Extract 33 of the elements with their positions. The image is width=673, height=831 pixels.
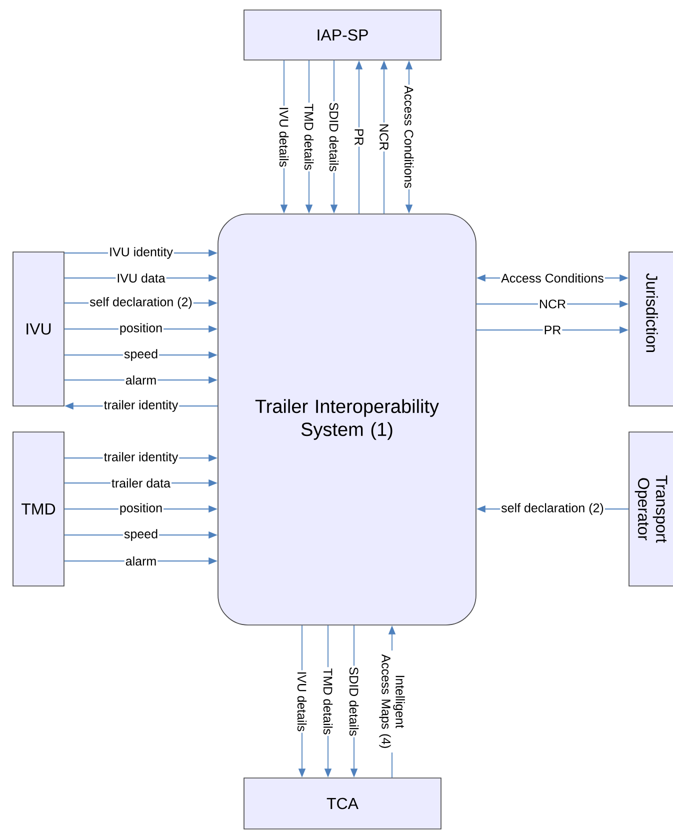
edge-label: NCR — [538, 298, 568, 310]
edge-label: speed — [122, 348, 160, 362]
edge-label: SDID details — [328, 101, 340, 173]
edge-label: TMD details — [322, 667, 334, 736]
system-box: Trailer Interoperability System (1) — [218, 214, 476, 626]
edge-label: alarm — [124, 374, 158, 386]
edge-label: position — [118, 322, 164, 336]
edge-label: SDID details — [348, 666, 360, 738]
edge-label: trailer data — [110, 477, 172, 489]
entity-box: Transport Operator — [628, 432, 673, 586]
edge-label: PR — [542, 324, 562, 336]
entity-box: TCA — [244, 778, 442, 830]
edge-label: trailer identity — [102, 399, 180, 413]
edge-label: self declaration (2) — [88, 296, 194, 310]
edge-label: speed — [122, 528, 160, 542]
entity-box: TMD — [12, 432, 64, 586]
edge-label: IVU data — [116, 272, 166, 284]
edge-label: Access Conditions — [403, 84, 415, 190]
edge-label: Access Conditions — [500, 272, 605, 284]
entity-box: Jurisdiction — [628, 252, 673, 406]
entity-box: IAP-SP — [244, 10, 442, 60]
edge-label: trailer identity — [102, 451, 180, 465]
edge-label: self declaration (2) — [500, 502, 605, 516]
entity-box: IVU — [12, 252, 64, 406]
edge-label: position — [118, 502, 164, 516]
edge-label: alarm — [124, 555, 158, 567]
edge-label: IVU details — [296, 670, 308, 733]
edge-label: IVU details — [278, 106, 290, 168]
edge-label: PR — [354, 127, 364, 147]
edge-label: TMD details — [303, 102, 315, 172]
edge-label: Intelligent Access Maps (4) — [378, 650, 406, 752]
edge-label: IVU identity — [108, 246, 174, 260]
edge-label: NCR — [378, 122, 390, 152]
